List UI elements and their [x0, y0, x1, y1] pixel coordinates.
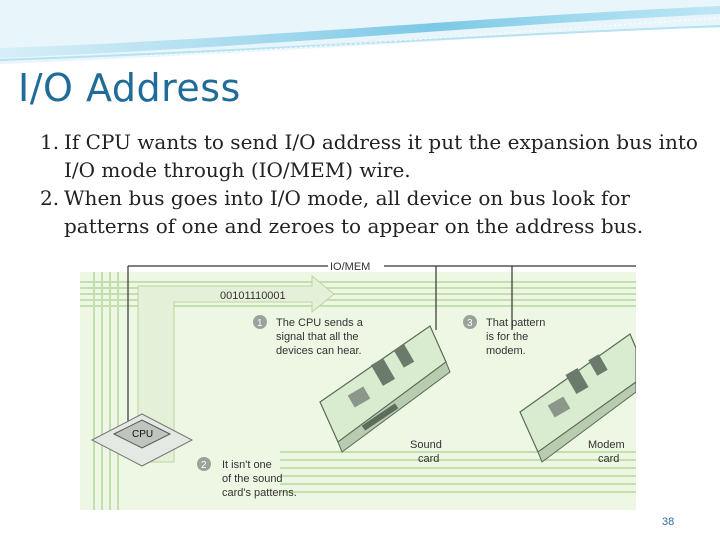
io-bus-diagram: IO/MEM 00101110001 CPU 1 The CPU sends a…: [80, 262, 636, 510]
cpu-label: CPU: [132, 429, 153, 440]
bullet-number: 2.: [40, 186, 60, 210]
step-1-line: devices can hear.: [276, 345, 362, 357]
io-mem-wire-label: IO/MEM: [330, 262, 370, 273]
bullet-text: When bus goes into I/O mode, all device …: [64, 186, 644, 238]
modem-card: [519, 333, 636, 463]
step-3-line: modem.: [486, 345, 526, 357]
step-2-number: 2: [201, 460, 207, 471]
modem-card-label: Modem: [588, 439, 625, 451]
address-pattern: 00101110001: [220, 290, 286, 302]
step-1-number: 1: [257, 318, 263, 329]
step-3-number: 3: [467, 318, 473, 329]
step-2-badge: [197, 457, 211, 471]
slide-title: I/O Address: [18, 66, 241, 110]
sound-card-label: Sound: [410, 439, 442, 451]
page-number: 38: [662, 516, 675, 528]
step-1-line: signal that all the: [276, 331, 359, 343]
bullet-list: 1.If CPU wants to send I/O address it pu…: [40, 128, 700, 240]
cpu-chip: [112, 419, 172, 449]
step-3-line: That pattern: [486, 317, 545, 329]
header-swoosh: [0, 0, 720, 64]
modem-card-label: card: [598, 453, 619, 465]
step-3-badge: [463, 315, 477, 329]
sound-card: [319, 325, 451, 453]
step-1-line: The CPU sends a: [276, 317, 364, 329]
step-2-line: It isn't one: [222, 459, 272, 471]
step-3-line: is for the: [486, 331, 528, 343]
bullet-item: 1.If CPU wants to send I/O address it pu…: [40, 128, 700, 184]
step-1-badge: [253, 315, 267, 329]
bullet-item: 2.When bus goes into I/O mode, all devic…: [40, 184, 700, 240]
bullet-text: If CPU wants to send I/O address it put …: [64, 130, 698, 182]
sound-card-label: card: [418, 453, 439, 465]
bullet-number: 1.: [40, 130, 60, 154]
step-2-line: card's patterns.: [222, 487, 297, 499]
step-2-line: of the sound: [222, 473, 283, 485]
